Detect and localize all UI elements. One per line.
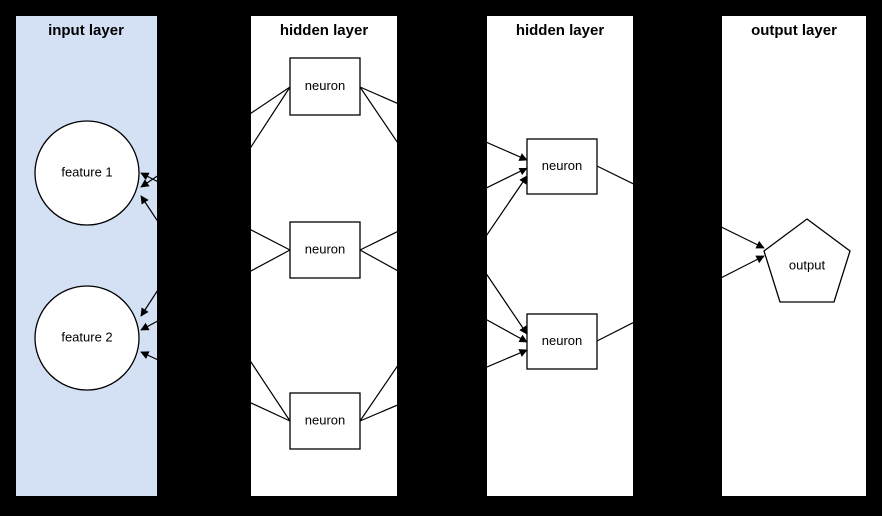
hidden1-node-2-label: neuron — [305, 412, 345, 427]
input-node-0-label: feature 1 — [61, 164, 112, 179]
hidden1-node-0-box[interactable] — [289, 57, 361, 116]
input-node-1-label: feature 2 — [61, 329, 112, 344]
layer-title-hidden2: hidden layer — [516, 22, 605, 39]
layer-titles: input layer hidden layer hidden layer outpu… — [48, 22, 837, 39]
output-node-0-pentagon[interactable] — [763, 218, 851, 303]
layer-panel-input — [16, 16, 157, 496]
layer-panel-hidden2 — [487, 16, 633, 496]
gap-band-4 — [866, 0, 882, 516]
gap-band-0 — [157, 0, 251, 516]
gap-band-1 — [397, 0, 487, 516]
hidden1-node-1-box[interactable] — [289, 221, 361, 279]
hidden2-node-0-box[interactable] — [526, 138, 598, 195]
hidden1-node-0-label: neuron — [305, 78, 345, 93]
hidden2-node-1-label: neuron — [542, 333, 582, 348]
input-node-0-circle[interactable] — [34, 120, 140, 226]
hidden1-node-2-box[interactable] — [289, 392, 361, 450]
hidden2-node-0-label: neuron — [542, 158, 582, 173]
gap-band-3 — [0, 0, 16, 516]
layer-title-hidden1: hidden layer — [280, 22, 369, 39]
gap-band-5 — [0, 0, 882, 16]
gap-band-6 — [0, 496, 882, 516]
hidden1-node-1-label: neuron — [305, 241, 345, 256]
gap-band-2 — [633, 0, 722, 516]
hidden2-node-1-box[interactable] — [526, 313, 598, 370]
input-node-1-circle[interactable] — [34, 285, 140, 391]
output-node-0-label: output — [789, 257, 826, 272]
layer-nodes: feature 1 feature 2 neuron neuron neuron neur… — [34, 57, 851, 450]
layer-title-output: output layer — [751, 22, 837, 39]
layer-title-input: input layer — [48, 22, 124, 39]
